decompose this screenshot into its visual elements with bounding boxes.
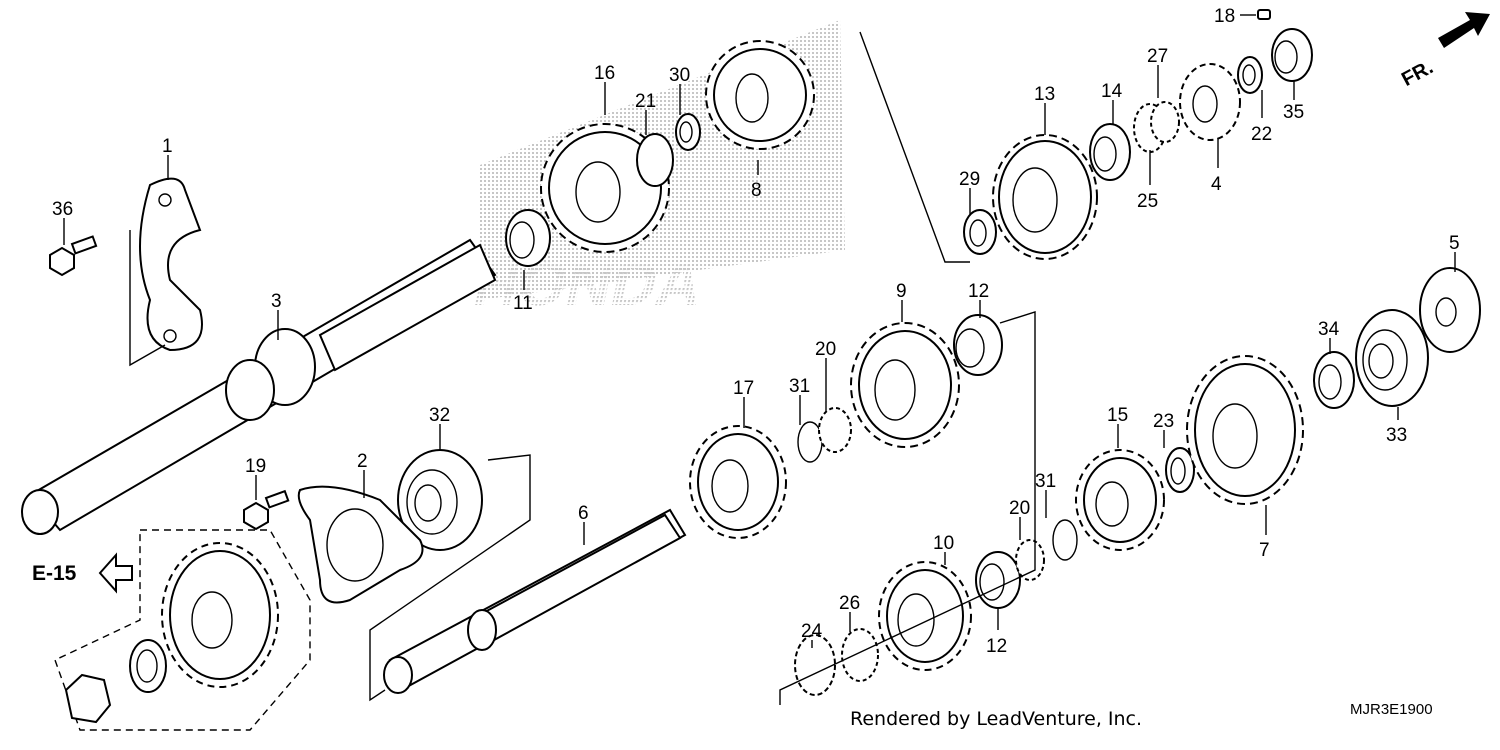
watermark-text: HONDA (467, 250, 709, 319)
bearing-35 (1271, 28, 1313, 82)
callout-34[interactable]: 34 (1318, 319, 1340, 340)
callout-23[interactable]: 23 (1153, 411, 1174, 432)
gear-13 (992, 134, 1098, 260)
callout-33[interactable]: 33 (1386, 425, 1407, 446)
callout-31-top[interactable]: 31 (789, 376, 810, 397)
gear-7 (1186, 355, 1304, 505)
callout-7[interactable]: 7 (1259, 540, 1270, 561)
callout-4[interactable]: 4 (1211, 174, 1222, 195)
callout-22[interactable]: 22 (1251, 124, 1272, 145)
bearing-11 (505, 209, 551, 267)
callout-18[interactable]: 18 (1214, 6, 1235, 27)
washer-22 (1237, 56, 1263, 94)
callout-29[interactable]: 29 (959, 169, 980, 190)
callout-11[interactable]: 11 (513, 293, 533, 314)
callout-25[interactable]: 25 (1137, 191, 1158, 212)
callout-31-bottom[interactable]: 31 (1035, 471, 1056, 492)
front-direction-indicator: FR. (1398, 12, 1490, 91)
gear-17 (689, 425, 787, 539)
callout-13[interactable]: 13 (1034, 84, 1055, 105)
callout-1[interactable]: 1 (162, 136, 173, 157)
arrow-up-right-icon (1438, 12, 1490, 48)
callout-14[interactable]: 14 (1101, 81, 1123, 102)
stopper-plate (129, 177, 203, 367)
gear-10 (878, 561, 972, 671)
rendered-by-credit: Rendered by LeadVenture, Inc. (850, 708, 1143, 730)
bearing-34 (1313, 351, 1355, 409)
clip-31-20-top (797, 407, 852, 463)
callout-12-bottom[interactable]: 12 (986, 636, 1007, 657)
arrow-left-outline-icon (98, 552, 133, 594)
callout-36[interactable]: 36 (52, 199, 73, 220)
washer-24-26 (794, 628, 879, 696)
callout-9[interactable]: 9 (896, 281, 907, 302)
countershaft (383, 508, 687, 694)
washer-30 (675, 113, 701, 151)
primary-gear-assembly (54, 529, 311, 731)
gear-21-bushing (636, 133, 674, 187)
bolt-19 (243, 489, 290, 531)
bushing-14 (1089, 123, 1131, 181)
callout-15[interactable]: 15 (1107, 405, 1128, 426)
callout-27[interactable]: 27 (1147, 46, 1168, 67)
callout-19[interactable]: 19 (245, 456, 266, 477)
callout-8[interactable]: 8 (751, 180, 762, 201)
gear-8 (705, 40, 815, 150)
leader-lines (63, 14, 1456, 705)
callout-26[interactable]: 26 (839, 593, 860, 614)
washer-29 (963, 209, 997, 255)
callout-30[interactable]: 30 (669, 65, 690, 86)
callout-24[interactable]: 24 (801, 621, 823, 642)
direction-label: FR. (1398, 56, 1437, 91)
callout-10[interactable]: 10 (933, 533, 954, 554)
mainshaft (21, 238, 497, 535)
callout-6[interactable]: 6 (578, 503, 589, 524)
callouts: 1 2 3 4 5 6 7 8 9 10 11 12 12 13 14 15 1… (52, 6, 1460, 657)
bearing-holder (297, 485, 424, 604)
callout-32[interactable]: 32 (429, 405, 450, 426)
clip-20-31-bottom (1015, 519, 1078, 581)
callout-5[interactable]: 5 (1449, 233, 1460, 254)
reference-label[interactable]: E-15 (32, 562, 77, 585)
callout-35[interactable]: 35 (1283, 102, 1304, 123)
callout-21[interactable]: 21 (635, 91, 656, 112)
bearing-12-bottom (975, 551, 1021, 609)
pin-18 (1257, 9, 1271, 20)
callout-3[interactable]: 3 (271, 291, 282, 312)
callout-20-bottom[interactable]: 20 (1009, 498, 1030, 519)
callout-17[interactable]: 17 (733, 378, 754, 399)
bolt-36 (49, 235, 98, 277)
reference-indicator[interactable]: E-15 (32, 552, 133, 594)
callout-20-top[interactable]: 20 (815, 339, 836, 360)
gear-9 (850, 322, 960, 448)
callout-16[interactable]: 16 (594, 63, 615, 84)
bearing-plate-5 (1419, 267, 1481, 353)
washer-23 (1165, 447, 1195, 493)
diagram-code: MJR3E1900 (1350, 701, 1433, 718)
bearing-12-top (953, 314, 1003, 376)
ball-bearing-33 (1355, 309, 1429, 407)
gear-15 (1075, 449, 1165, 551)
washer-25-27 (1133, 101, 1180, 153)
callout-2[interactable]: 2 (357, 451, 368, 472)
gear-4 (1179, 63, 1241, 141)
callout-12-top[interactable]: 12 (968, 281, 989, 302)
